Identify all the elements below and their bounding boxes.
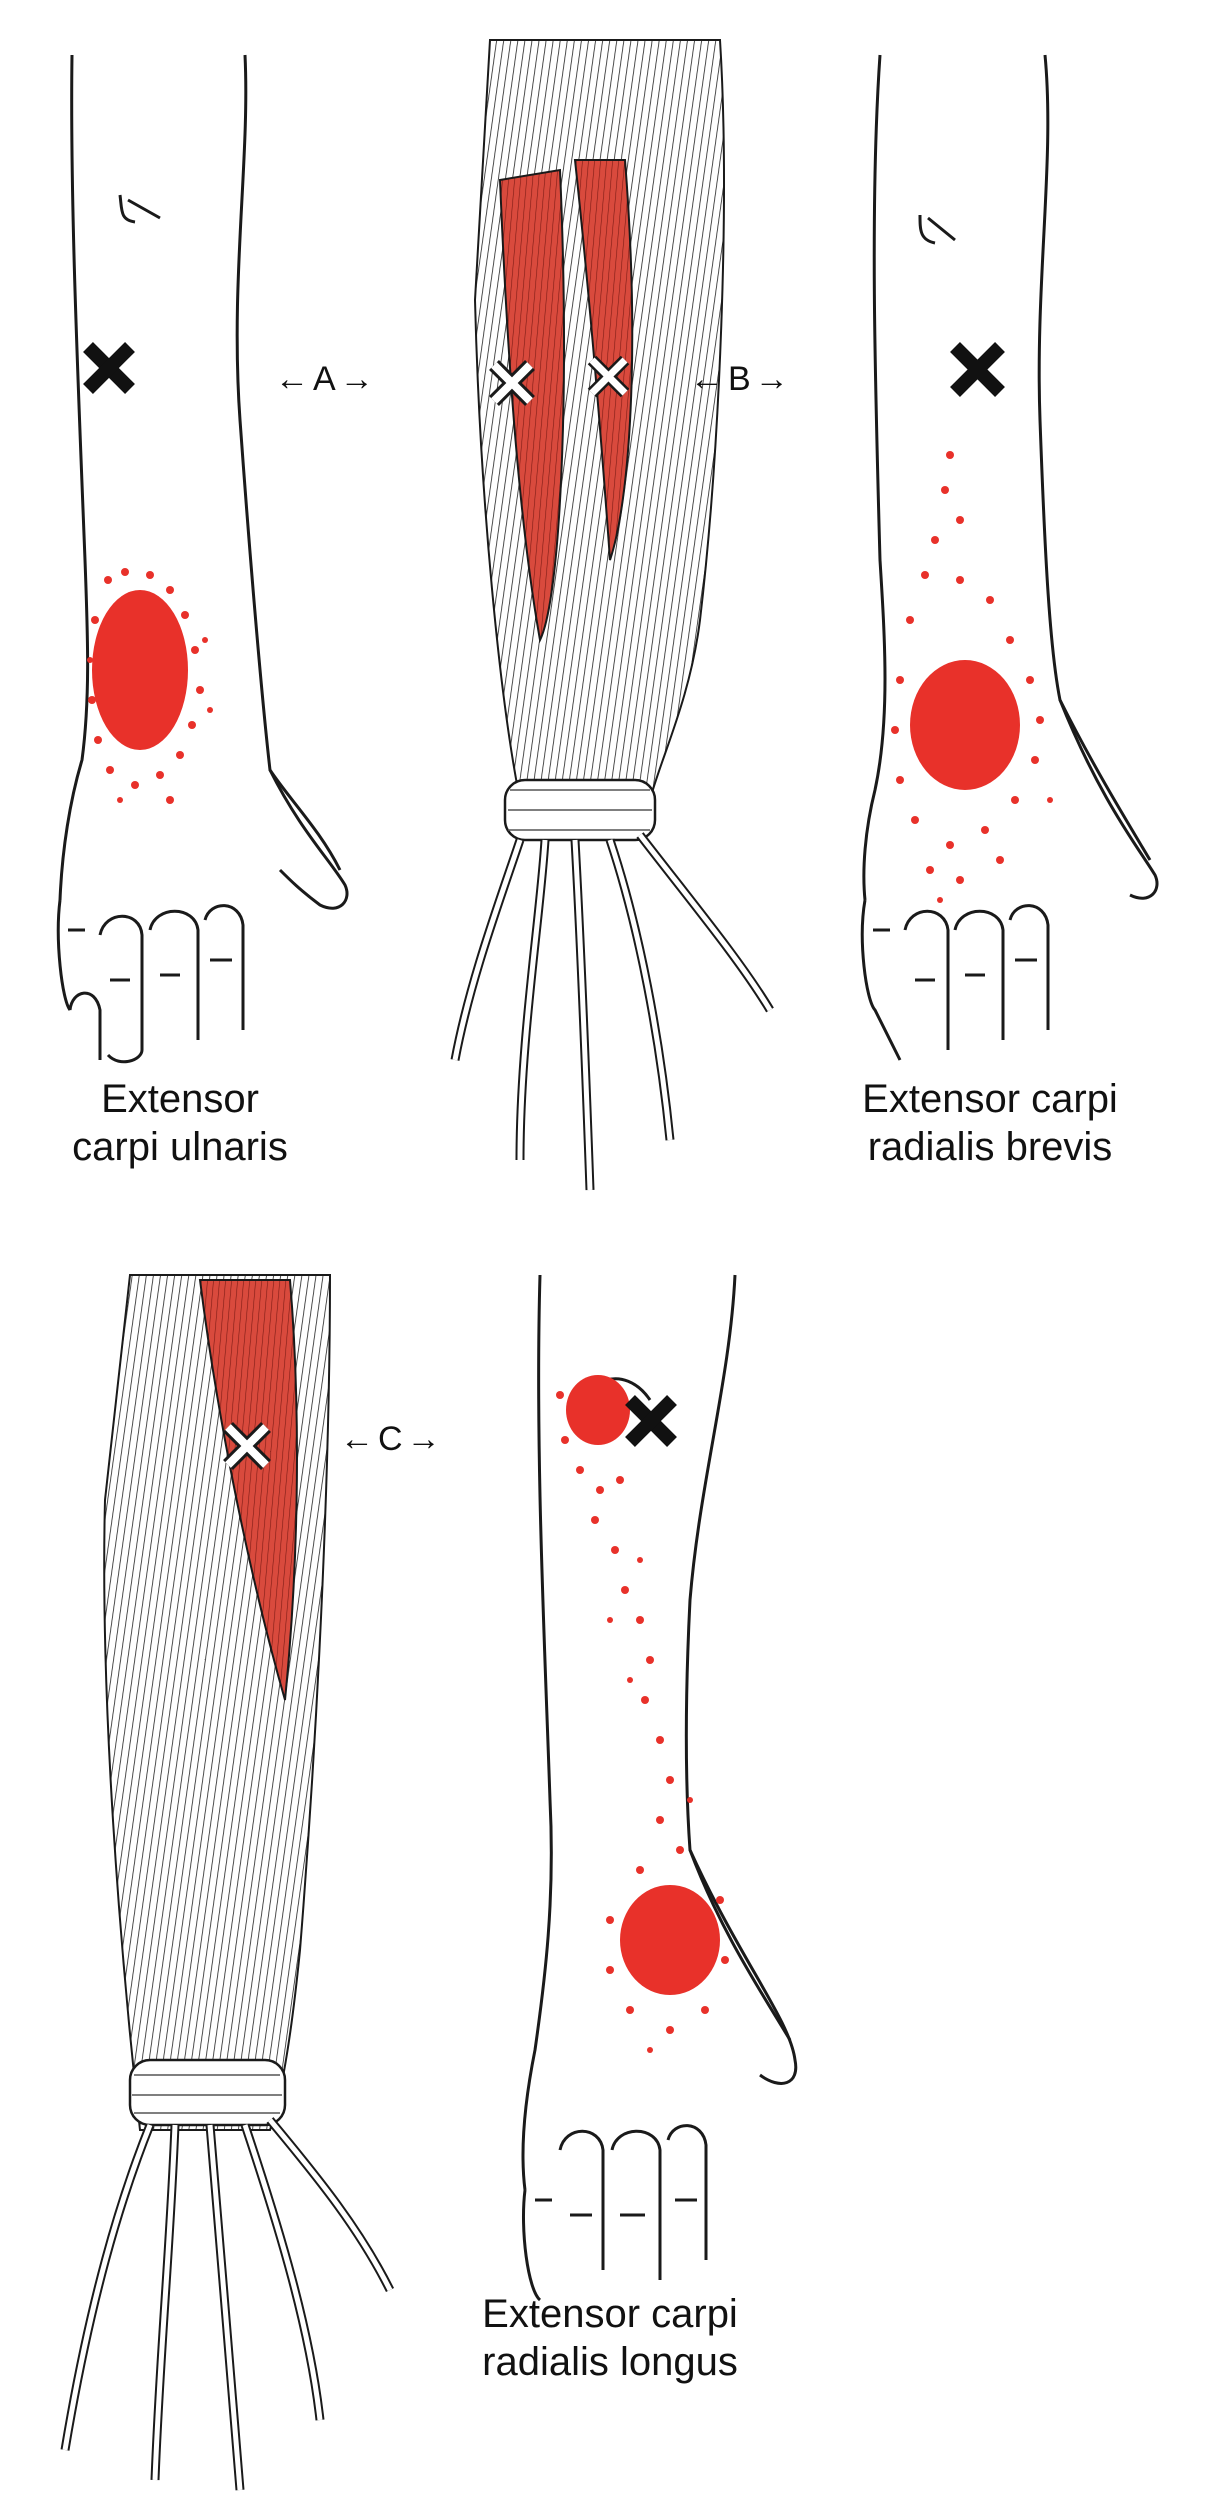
caption-ecu-line2: carpi ulnaris bbox=[72, 1125, 288, 1169]
referred-pain-ecu bbox=[87, 568, 213, 804]
caption-ecrb-line1: Extensor carpi bbox=[862, 1077, 1118, 1121]
referred-pain-ecrl bbox=[556, 1375, 729, 2053]
caption-ecrl-line2: radialis longus bbox=[482, 2340, 738, 2384]
x-mark-icon bbox=[83, 342, 135, 394]
x-mark-icon bbox=[223, 1422, 271, 1470]
forearm-muscles-top bbox=[450, 39, 774, 1191]
right-arrow-icon: → bbox=[754, 360, 789, 398]
x-mark-icon bbox=[489, 355, 630, 406]
caption-ecrl: Extensor carpi radialis longus bbox=[440, 2290, 780, 2386]
pointer-c: ← C → bbox=[340, 1420, 441, 1459]
left-arrow-icon: ← bbox=[275, 360, 309, 398]
caption-ecrl-line1: Extensor carpi bbox=[482, 2292, 738, 2336]
left-arrow-icon: ← bbox=[690, 360, 724, 398]
forearm-skin-ecu bbox=[56, 54, 349, 1064]
caption-ecu-line1: Extensor bbox=[101, 1077, 259, 1121]
forearm-muscles-bottom bbox=[60, 1274, 395, 2491]
caption-ecrb: Extensor carpi radialis brevis bbox=[820, 1075, 1160, 1171]
forearm-skin-ecrb bbox=[860, 54, 1159, 1061]
pointer-b: ← B → bbox=[690, 360, 789, 399]
pointer-a: ← A → bbox=[275, 360, 374, 399]
caption-ecrb-line2: radialis brevis bbox=[867, 1125, 1113, 1169]
x-mark-icon bbox=[950, 342, 1005, 397]
pointer-a-label: A bbox=[313, 360, 336, 398]
right-arrow-icon: → bbox=[339, 360, 374, 398]
forearm-skin-ecrl bbox=[521, 1274, 798, 2302]
pointer-c-label: C bbox=[378, 1420, 403, 1458]
left-arrow-icon: ← bbox=[340, 1420, 374, 1458]
referred-pain-ecrb bbox=[891, 451, 1053, 903]
pointer-b-label: B bbox=[728, 360, 751, 398]
caption-ecu: Extensor carpi ulnaris bbox=[30, 1075, 330, 1171]
x-mark-icon bbox=[625, 1395, 677, 1447]
right-arrow-icon: → bbox=[406, 1420, 441, 1458]
